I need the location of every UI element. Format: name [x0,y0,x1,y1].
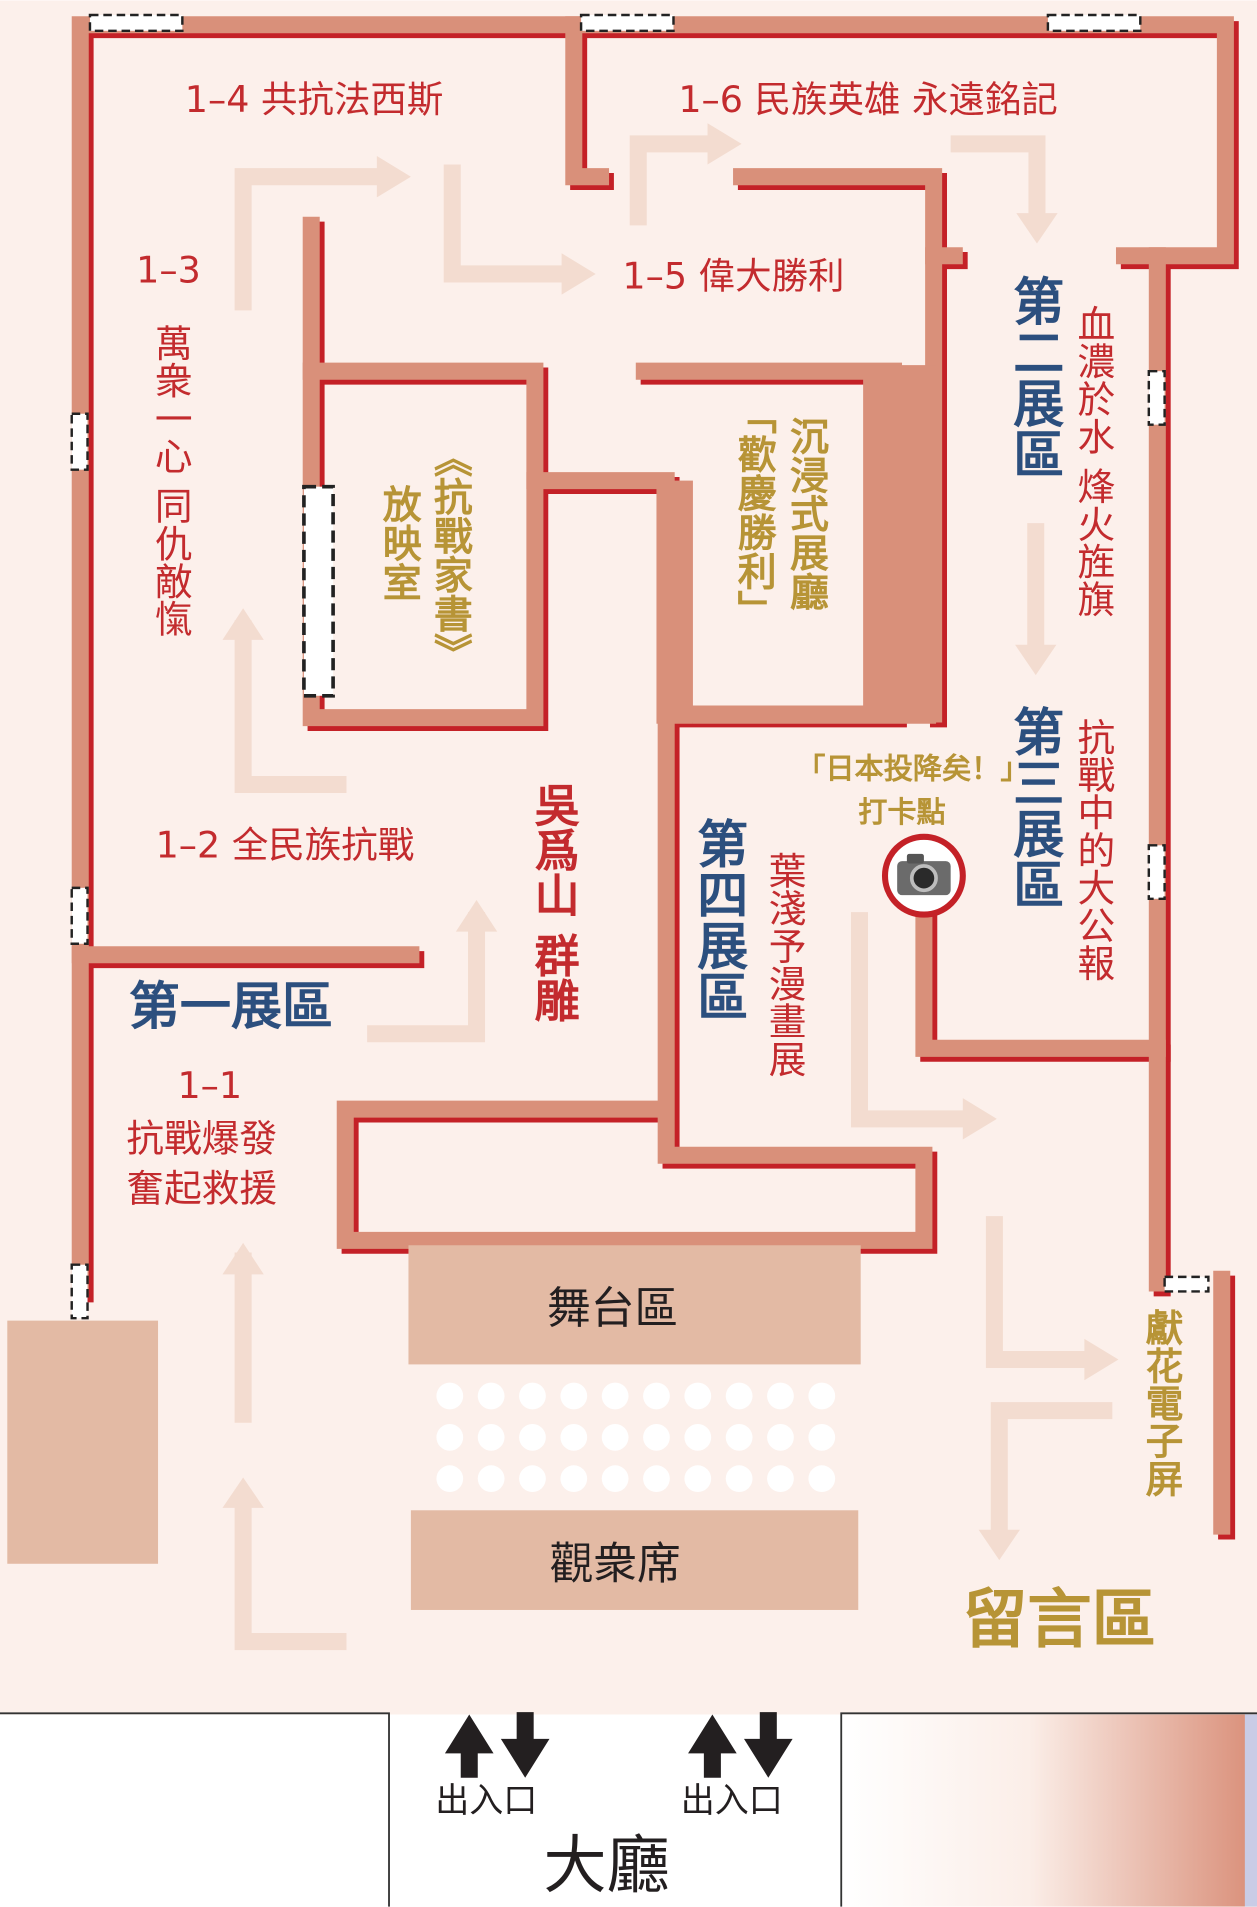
message-area-label: 留言區 [963,1583,1156,1658]
section-1-1-line1: 抗戰爆發 [126,1117,277,1161]
audience-label: 觀衆席 [549,1538,680,1589]
section-1-1-line2: 奮起救援 [126,1166,277,1210]
zone-4-subtitle: 葉淺予漫畫展 [762,851,806,1077]
immersive-hall-label: 沉浸式展廳 [783,416,828,612]
stage-label: 舞台區 [547,1283,678,1334]
entrance-right-label: 出入口 [681,1781,783,1821]
zone-2-subtitle: 血濃於水 烽火旌旗 [1071,304,1115,618]
storage-block [7,1320,159,1564]
lobby-label: 大廳 [543,1828,669,1902]
section-1-5-label: 1–5 偉大勝利 [622,255,844,298]
stage-area [408,1245,861,1365]
doors [70,13,1210,1320]
entrance-left-label: 出入口 [435,1781,537,1821]
floor-background [0,0,1257,1715]
zone-3-title: 第三展區 [1004,705,1065,909]
up-down-arrow-icon[interactable] [444,1712,793,1778]
zone-4-title: 第四展區 [688,817,749,1021]
sculpture-label: 吳爲山 群雕 [527,782,580,1023]
section-1-3-number: 1–3 [136,248,201,291]
flower-screen-label: 獻花電子屏 [1139,1308,1183,1497]
checkin-label-line1: 「日本投降矣！」 [796,751,1029,785]
camera-icon[interactable] [881,833,966,918]
section-1-3-text: 萬衆一心 同仇敵愾 [148,324,192,638]
section-1-6-label: 1–6 民族英雄 永遠銘記 [678,78,1058,121]
audience-area [410,1510,859,1610]
checkin-label-line2: 打卡點 [858,795,945,829]
zone-1-title: 第一展區 [129,978,333,1037]
zone-3-subtitle: 抗戰中的大公報 [1071,718,1115,982]
section-1-2-label: 1–2 全民族抗戰 [156,823,415,866]
lobby-area [0,1712,1257,1907]
cinema-title: 《抗戰家書》 [427,438,472,671]
cinema-room-label: 放映室 [376,484,421,601]
immersive-hall-wall [656,480,693,724]
zone-2-title: 第二展區 [1004,275,1065,479]
flow-arrow-icon [222,123,1119,1651]
section-1-4-label: 1–4 共抗法西斯 [185,78,444,121]
audience-seats [436,1382,836,1493]
section-1-1-number: 1–1 [177,1064,242,1107]
immersive-name-label: 「歡慶勝利」 [731,396,776,629]
